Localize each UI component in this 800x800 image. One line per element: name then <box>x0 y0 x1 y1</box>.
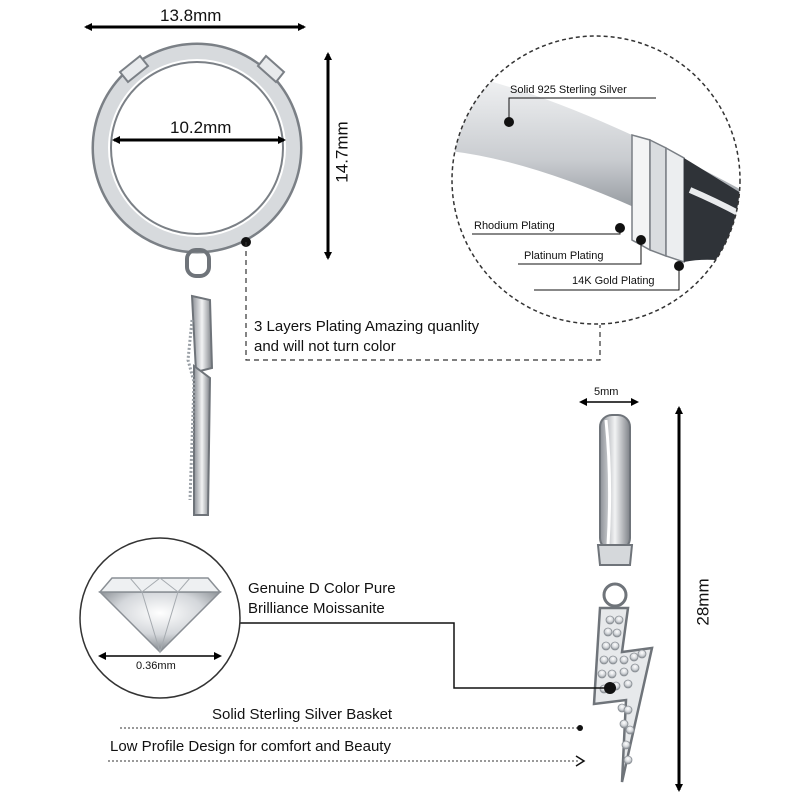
clasp-highlight <box>604 419 612 546</box>
base-leader <box>508 97 656 122</box>
rhodium-label: Rhodium Plating <box>474 220 555 232</box>
basket-marker-dot <box>577 725 583 731</box>
clasp-hinge <box>596 544 634 566</box>
magnifier-circle <box>451 35 741 325</box>
platinum-label: Platinum Plating <box>524 250 604 262</box>
hoop-earring-top <box>91 42 303 516</box>
basket-label: Solid Sterling Silver Basket <box>212 706 393 723</box>
pendant-pave <box>186 319 196 501</box>
plating-note-leader <box>245 242 601 361</box>
dim-stone-label: 0.36mm <box>136 660 176 672</box>
layer-platinum <box>649 138 667 258</box>
dim-inner-diameter-label: 10.2mm <box>170 118 232 137</box>
rhodium-leader <box>472 228 621 235</box>
dim-hoop-width-label: 13.8mm <box>160 6 222 25</box>
dim-clasp-width-label: 5mm <box>594 386 619 398</box>
layer-gold <box>665 146 685 264</box>
bail-ring <box>185 248 211 278</box>
pendant-lower <box>193 364 212 516</box>
gold-label: 14K Gold Plating <box>572 275 655 287</box>
dim-total-length-label: 28mm <box>693 578 713 626</box>
tube-inner-dark <box>684 158 740 270</box>
bolt-earring <box>592 414 654 783</box>
plating-note-line1: 3 Layers Plating Amazing quanlity <box>254 318 480 335</box>
dim-hoop-height-label: 14.7mm <box>332 121 352 183</box>
plating-cross-section <box>451 35 741 325</box>
profile-label: Low Profile Design for comfort and Beaut… <box>110 738 391 755</box>
plating-note-line2: and will not turn color <box>254 338 396 355</box>
platinum-leader <box>518 240 642 265</box>
stone-detail <box>79 537 241 699</box>
bolt-stones <box>597 615 647 765</box>
stone-description-line1: Genuine D Color Pure <box>248 580 396 597</box>
hoop-inner-edge <box>110 61 284 235</box>
gold-leader <box>534 266 680 291</box>
base-metal-label: Solid 925 Sterling Silver <box>510 84 627 96</box>
huggie-clasp <box>599 414 631 551</box>
stone-leader <box>236 622 610 689</box>
layer-rhodium <box>631 134 651 252</box>
diamond-crown <box>98 577 222 593</box>
lightning-bolt-pendant <box>592 606 654 783</box>
hoop-band <box>94 45 300 251</box>
pendant-upper <box>190 294 214 374</box>
hoop-hinge-right <box>256 54 286 84</box>
profile-marker <box>575 755 586 767</box>
stone-description-line2: Brilliance Moissanite <box>248 600 385 617</box>
tube-highlight <box>688 187 740 228</box>
bolt-bail <box>602 582 628 608</box>
hoop-hinge-left <box>118 54 150 84</box>
